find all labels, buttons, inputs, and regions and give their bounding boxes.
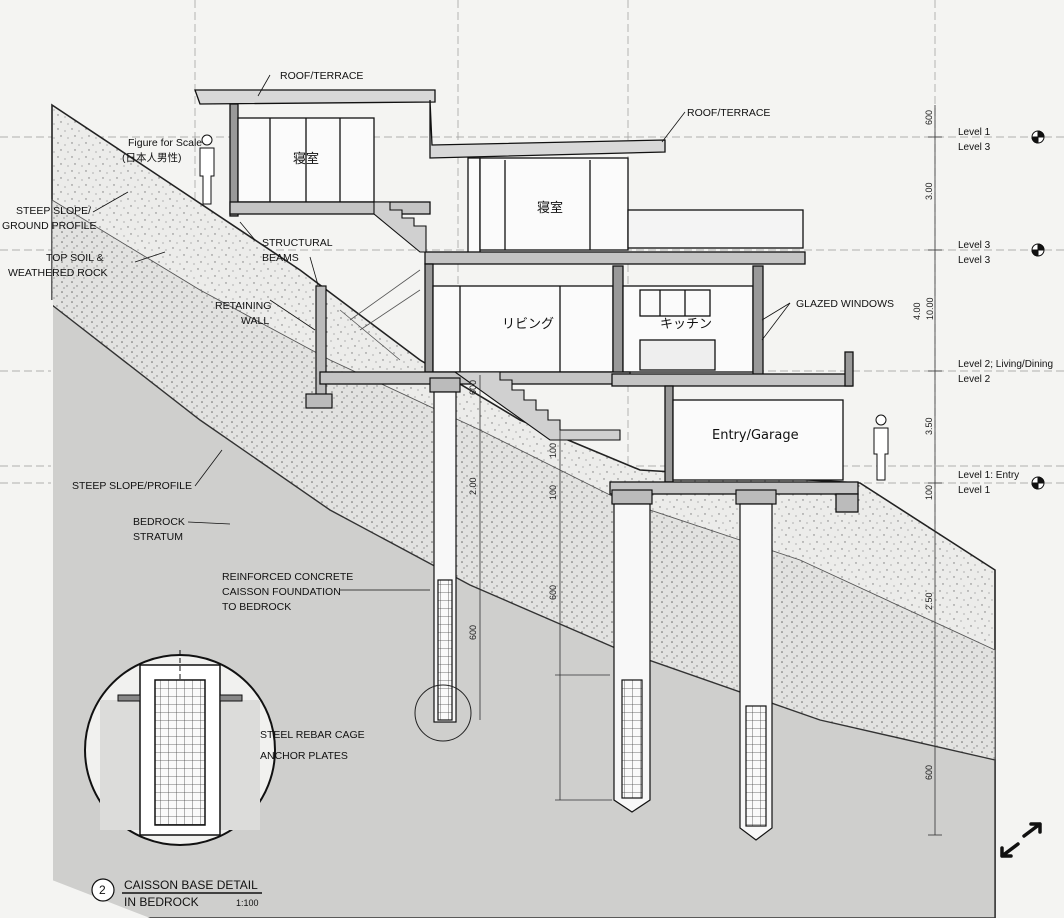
detail-title: 2 CAISSON BASE DETAIL IN BEDROCK 1:100 xyxy=(99,878,259,909)
detail-title-1: CAISSON BASE DETAIL xyxy=(124,878,258,892)
label-top-soil-1: TOP SOIL & xyxy=(46,252,104,264)
dim-mid-1: 600 xyxy=(468,380,478,395)
dim-right-4: 10.00 xyxy=(925,297,935,320)
label-structural-beams-2: BEAMS xyxy=(262,252,299,264)
label-steep-slope-ground-1: STEEP SLOPE/ xyxy=(16,205,91,217)
room-bedroom-mid: 寝室 xyxy=(537,200,563,216)
label-bedrock-1: BEDROCK xyxy=(133,516,185,528)
detail-scale: 1:100 xyxy=(236,898,259,908)
label-steep-slope-ground-2: GROUND PROFILE xyxy=(2,220,97,232)
level-1-bottom: Level 3 xyxy=(958,142,991,153)
label-roof-terrace-2: ROOF/TERRACE xyxy=(687,107,770,119)
dim-mid-2: 2.00 xyxy=(468,477,478,495)
detail-title-2: IN BEDROCK xyxy=(124,895,199,909)
label-figure-scale-2: (日本人男性) xyxy=(122,151,182,164)
level-labels: Level 1 Level 3 Level 3 Level 3 Level 2;… xyxy=(958,127,1053,496)
level-3-top: Level 2; Living/Dining xyxy=(958,359,1053,370)
level-2-bottom: Level 3 xyxy=(958,255,991,266)
label-top-soil-2: WEATHERED ROCK xyxy=(8,267,108,279)
label-glazed-windows: GLAZED WINDOWS xyxy=(796,298,894,310)
dimension-lines xyxy=(479,105,942,836)
dim-right-1: 600 xyxy=(924,110,934,125)
level-markers xyxy=(1031,130,1045,490)
dim-mid-4: 100 xyxy=(548,443,558,458)
label-caisson-3: TO BEDROCK xyxy=(222,601,291,613)
house-structure xyxy=(194,89,859,513)
label-steep-slope-profile: STEEP SLOPE/PROFILE xyxy=(72,480,192,492)
dim-mid-5: 600 xyxy=(548,585,558,600)
room-bedroom-upper: 寝室 xyxy=(293,151,319,167)
dim-right-5: 3.50 xyxy=(924,417,934,435)
level-4-top: Level 1: Entry xyxy=(958,470,1019,481)
label-figure-scale-1: Figure for Scale xyxy=(128,137,202,149)
dim-right-3: 4.00 xyxy=(912,302,922,320)
dim-mid-3: 600 xyxy=(468,625,478,640)
caisson-detail xyxy=(84,650,276,846)
dim-right-7: 2.50 xyxy=(924,592,934,610)
scale-figures xyxy=(199,134,889,481)
dim-mid-6: 100 xyxy=(548,485,558,500)
level-2-top: Level 3 xyxy=(958,240,991,251)
label-retaining-wall-1: RETAINING xyxy=(215,300,271,312)
label-anchor-plates: ANCHOR PLATES xyxy=(260,750,348,762)
label-caisson-1: REINFORCED CONCRETE xyxy=(222,571,353,583)
detail-number-bubble xyxy=(91,878,115,902)
caissons xyxy=(414,377,777,841)
level-1-top: Level 1 xyxy=(958,127,991,138)
retaining-wall xyxy=(305,285,333,409)
label-structural-beams-1: STRUCTURAL xyxy=(262,237,333,249)
dim-right-6: 100 xyxy=(924,485,934,500)
expand-icon[interactable] xyxy=(996,822,1056,882)
stairs xyxy=(339,201,621,441)
room-kitchen: キッチン xyxy=(660,317,712,332)
room-entry-garage: Entry/Garage xyxy=(712,428,799,443)
expand-arrows-icon xyxy=(1000,822,1042,858)
label-steel-rebar: STEEL REBAR CAGE xyxy=(260,729,365,741)
room-living: リビング xyxy=(502,317,554,332)
label-bedrock-2: STRATUM xyxy=(133,531,183,543)
level-3-bottom: Level 2 xyxy=(958,374,991,385)
dim-right-8: 600 xyxy=(924,765,934,780)
label-retaining-wall-2: WALL xyxy=(241,315,269,327)
level-4-bottom: Level 1 xyxy=(958,485,991,496)
annotation-labels: ROOF/TERRACE ROOF/TERRACE Figure for Sca… xyxy=(2,70,894,762)
detail-number: 2 xyxy=(99,883,106,897)
label-caisson-2: CAISSON FOUNDATION xyxy=(222,586,341,598)
label-roof-terrace-1: ROOF/TERRACE xyxy=(280,70,363,82)
room-labels: 寝室 寝室 リビング キッチン Entry/Garage xyxy=(293,151,799,443)
dim-right-2: 3.00 xyxy=(924,182,934,200)
dimension-labels: 600 3.00 4.00 10.00 3.50 100 2.50 600 60… xyxy=(468,110,935,780)
